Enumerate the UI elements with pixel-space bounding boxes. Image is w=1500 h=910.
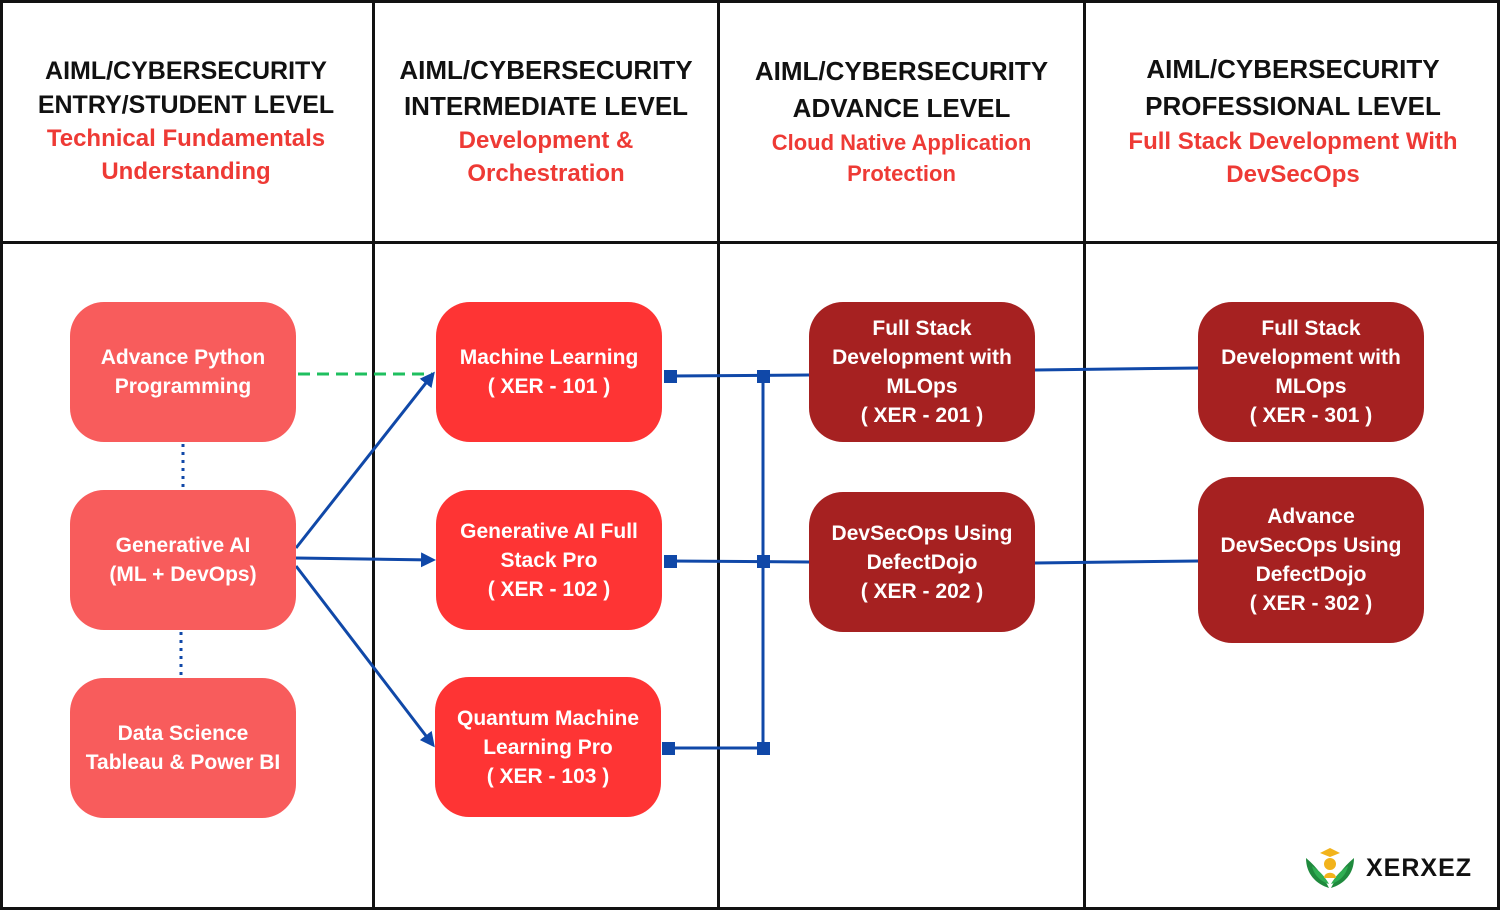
leaf-person-icon [1306, 848, 1354, 888]
link-gen102 [669, 559, 810, 564]
node-xer-102: Generative AI Full Stack Pro ( XER - 102… [436, 490, 662, 630]
endpoint [757, 370, 770, 383]
arrow-genai-qml103 [294, 565, 435, 748]
node-xer-103: Quantum Machine Learning Pro ( XER - 103… [435, 677, 661, 817]
column-divider [372, 0, 375, 910]
brand-name: XERXEZ [1366, 853, 1473, 882]
node-generative-ai: Generative AI (ML + DevOps) [70, 490, 296, 630]
node-data-science: Data Science Tableau & Power BI [70, 678, 296, 818]
link-fs201-fs301 [1034, 366, 1200, 372]
header-professional-level: AIML/CYBERSECURITY PROFESSIONAL LEVEL Fu… [1086, 0, 1500, 242]
link-dso202-dso302 [1034, 559, 1200, 565]
header-title: AIML/CYBERSECURITY ENTRY/STUDENT LEVEL [37, 57, 335, 119]
header-advance-level: AIML/CYBERSECURITY ADVANCE LEVEL Cloud N… [720, 0, 1083, 242]
link-ml101 [669, 373, 810, 378]
brand-logo: XERXEZ [1302, 842, 1482, 894]
header-subtitle: Full Stack Development With DevSecOps [1128, 128, 1458, 188]
header-title: AIML/CYBERSECURITY ADVANCE LEVEL [754, 56, 1049, 123]
node-xer-202: DevSecOps Using DefectDojo ( XER - 202 ) [809, 492, 1035, 632]
node-advance-python: Advance Python Programming [70, 302, 296, 442]
arrow-genai-gen102 [295, 552, 436, 568]
header-subtitle: Cloud Native Application Protection [771, 130, 1032, 186]
node-xer-201: Full Stack Development with MLOps ( XER … [809, 302, 1035, 442]
node-xer-301: Full Stack Development with MLOps ( XER … [1198, 302, 1424, 442]
endpoint [662, 742, 675, 755]
node-xer-302: Advance DevSecOps Using DefectDojo ( XER… [1198, 477, 1424, 643]
header-divider [0, 241, 1500, 244]
endpoint [757, 555, 770, 568]
node-xer-101: Machine Learning ( XER - 101 ) [436, 302, 662, 442]
header-title: AIML/CYBERSECURITY PROFESSIONAL LEVEL [1145, 54, 1441, 121]
endpoint [664, 370, 677, 383]
header-entry-level: AIML/CYBERSECURITY ENTRY/STUDENT LEVEL T… [0, 0, 372, 242]
header-intermediate-level: AIML/CYBERSECURITY INTERMEDIATE LEVEL De… [375, 0, 717, 242]
header-subtitle: Technical Fundamentals Understanding [46, 125, 326, 185]
header-subtitle: Development & Orchestration [458, 127, 634, 187]
arrow-genai-ml101 [294, 371, 435, 549]
column-divider [1083, 0, 1086, 910]
endpoint [757, 742, 770, 755]
column-divider [717, 0, 720, 910]
header-title: AIML/CYBERSECURITY INTERMEDIATE LEVEL [399, 55, 693, 121]
endpoint [664, 555, 677, 568]
